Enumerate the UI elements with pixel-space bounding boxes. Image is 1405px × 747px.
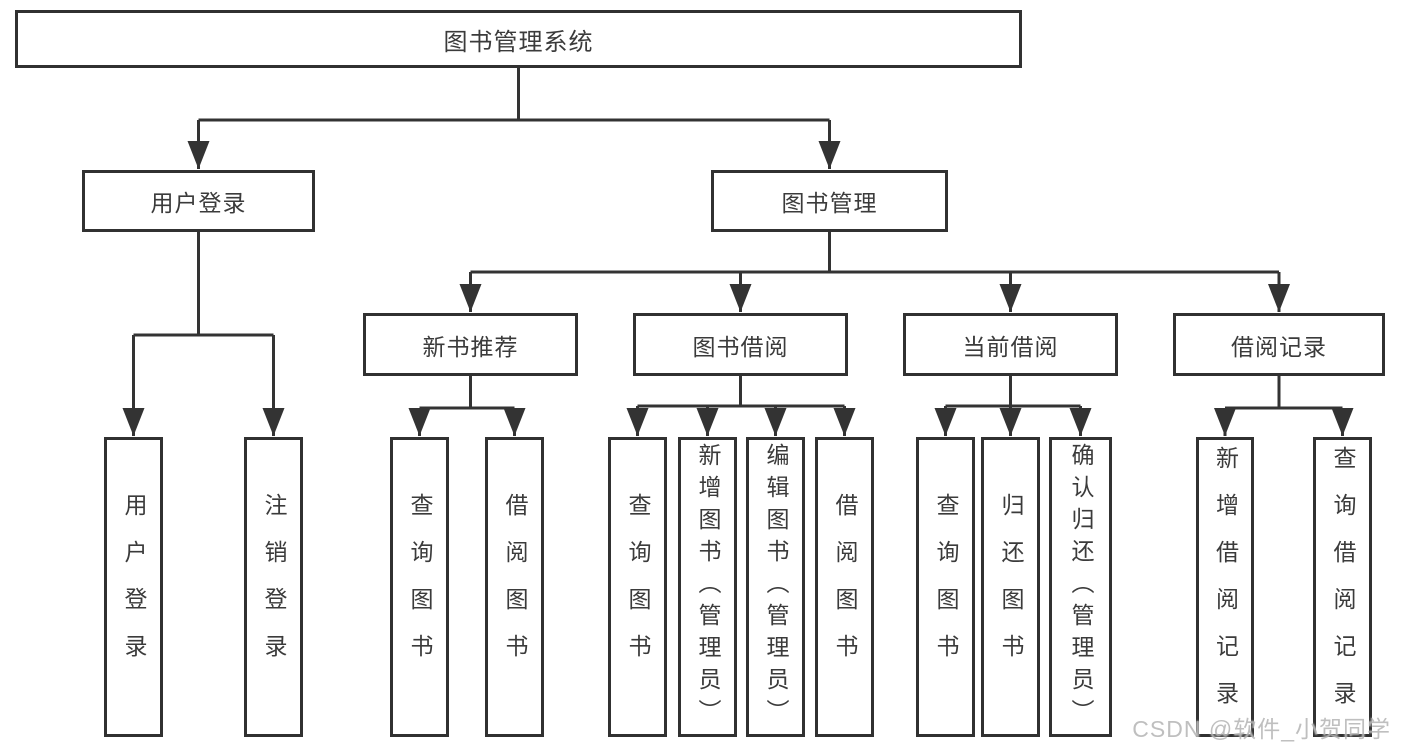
node-book-management-system: 图书管理系统 xyxy=(15,10,1022,68)
leaf-add-borrow-record: 新增借阅记录 xyxy=(1196,437,1254,737)
node-book-borrow: 图书借阅 xyxy=(633,313,848,376)
node-new-book-recommend: 新书推荐 xyxy=(363,313,578,376)
leaf-user-login: 用户登录 xyxy=(104,437,163,737)
leaf-label: 编辑图书（管理员） xyxy=(763,443,789,731)
node-current-borrow: 当前借阅 xyxy=(903,313,1118,376)
node-label: 用户登录 xyxy=(150,190,247,216)
leaf-label: 注销登录 xyxy=(261,493,287,681)
leaf-label: 借阅图书 xyxy=(832,493,858,681)
leaf-return-book: 归还图书 xyxy=(981,437,1040,737)
node-label: 新书推荐 xyxy=(422,333,519,360)
node-label: 图书管理系统 xyxy=(443,28,594,56)
leaf-borrow-books-2: 借阅图书 xyxy=(815,437,874,737)
leaf-label: 新增借阅记录 xyxy=(1212,446,1239,728)
leaf-label: 查询图书 xyxy=(933,493,959,681)
node-user-login: 用户登录 xyxy=(82,170,315,232)
node-borrow-records: 借阅记录 xyxy=(1173,313,1385,376)
leaf-query-books-1: 查询图书 xyxy=(390,437,449,737)
leaf-confirm-return-admin: 确认归还（管理员） xyxy=(1049,437,1112,737)
node-label: 图书管理 xyxy=(781,190,878,216)
node-label: 借阅记录 xyxy=(1231,333,1327,360)
leaf-label: 借阅图书 xyxy=(502,493,528,681)
leaf-query-borrow-record: 查询借阅记录 xyxy=(1313,437,1372,737)
leaf-label: 确认归还（管理员） xyxy=(1068,443,1094,731)
node-label: 图书借阅 xyxy=(692,333,789,360)
node-label: 当前借阅 xyxy=(962,333,1059,360)
leaf-logout: 注销登录 xyxy=(244,437,303,737)
leaf-query-books-3: 查询图书 xyxy=(916,437,975,737)
leaf-label: 查询借阅记录 xyxy=(1330,446,1356,728)
leaf-label: 新增图书（管理员） xyxy=(695,443,721,731)
connector-rails xyxy=(133,68,1343,410)
leaf-label: 用户登录 xyxy=(121,493,147,681)
leaf-add-book-admin: 新增图书（管理员） xyxy=(678,437,737,737)
leaf-label: 查询图书 xyxy=(407,493,433,681)
leaf-borrow-books-1: 借阅图书 xyxy=(485,437,544,737)
leaf-query-books-2: 查询图书 xyxy=(608,437,667,737)
leaf-label: 归还图书 xyxy=(998,493,1024,681)
leaf-edit-book-admin: 编辑图书（管理员） xyxy=(746,437,805,737)
watermark: CSDN @软件_小贺同学 xyxy=(1132,716,1391,742)
node-book-management: 图书管理 xyxy=(711,170,948,232)
leaf-label: 查询图书 xyxy=(625,493,651,681)
